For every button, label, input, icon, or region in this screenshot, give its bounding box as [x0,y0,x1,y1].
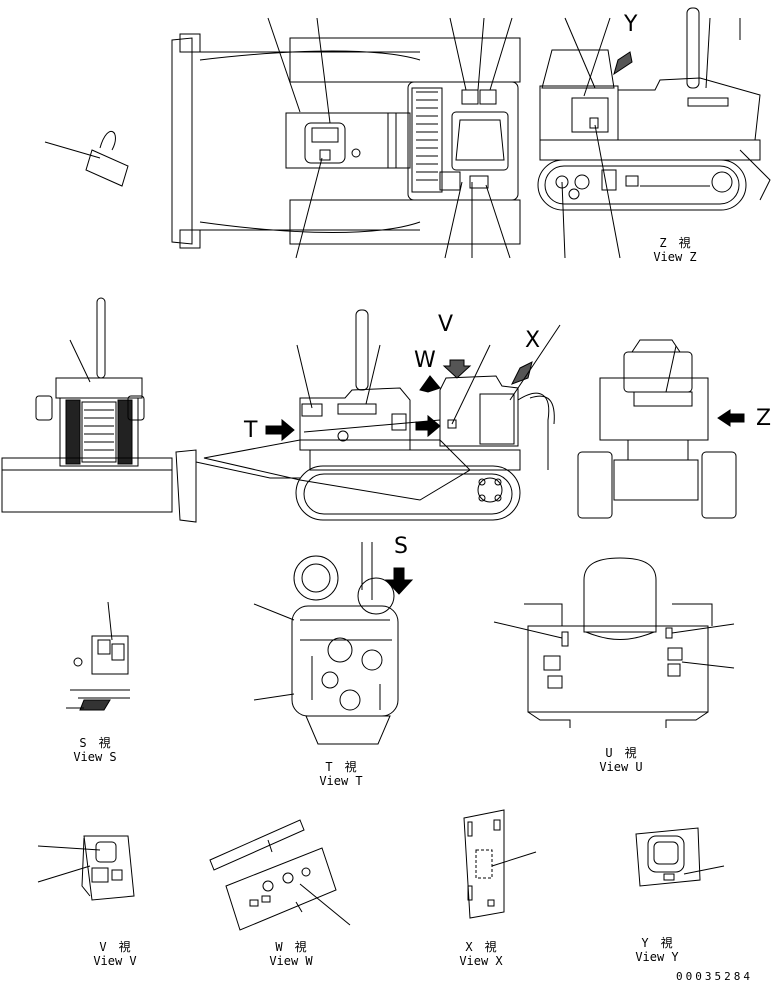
view-letter-s: S [394,534,408,559]
view-t-drawing [253,542,399,745]
document-number: 00035284 [676,970,753,983]
view-letter-y: Y [624,12,638,37]
top-view-machine [171,33,521,249]
caption-view-z-jp: Z 視 [659,236,691,250]
caption-view-u-jp: U 視 [605,746,637,760]
caption-view-z-en: View Z [653,250,697,264]
caption-view-s-en: View S [73,750,117,764]
view-y-drawing [635,827,725,887]
view-letter-t: T [244,418,258,443]
view-letter-w: W [414,348,436,373]
caption-view-u-en: View U [599,760,643,774]
front-view-machine [1,297,173,513]
caption-view-t-en: View T [319,774,363,788]
warning-tag [44,130,129,187]
top-view-leaders [267,17,513,259]
caption-view-v-jp: V 視 [99,940,131,954]
caption-view-s-jp: S 視 [79,736,111,750]
side-view-leaders [561,17,741,259]
caption-view-t-jp: T 視 [325,760,357,774]
main-side-view [175,309,555,523]
view-s-arrow [384,567,414,595]
view-letter-x: X [525,328,541,353]
main-side-leaders [296,324,561,425]
caption-view-w-jp: W 視 [275,940,307,954]
view-z-arrow [665,345,745,427]
caption-view-w-en: View W [269,954,313,968]
caption-view-y-jp: Y 視 [641,936,673,950]
view-w-drawing [209,819,351,931]
rear-view-machine [577,339,737,519]
caption-view-v-en: View V [93,954,137,968]
view-v-drawing [37,835,135,901]
caption-view-y-en: View Y [635,950,679,964]
view-y-arrow [613,51,633,76]
caption-view-x-jp: X 視 [465,940,497,954]
view-letter-v: V [438,312,454,337]
main-side-arrows [265,359,533,442]
caption-view-x-en: View X [459,954,503,968]
view-s-drawing [66,601,130,711]
view-x-drawing [463,809,537,919]
side-view-machine [537,7,771,211]
view-letter-z: Z [756,406,772,431]
view-u-drawing [493,557,735,728]
